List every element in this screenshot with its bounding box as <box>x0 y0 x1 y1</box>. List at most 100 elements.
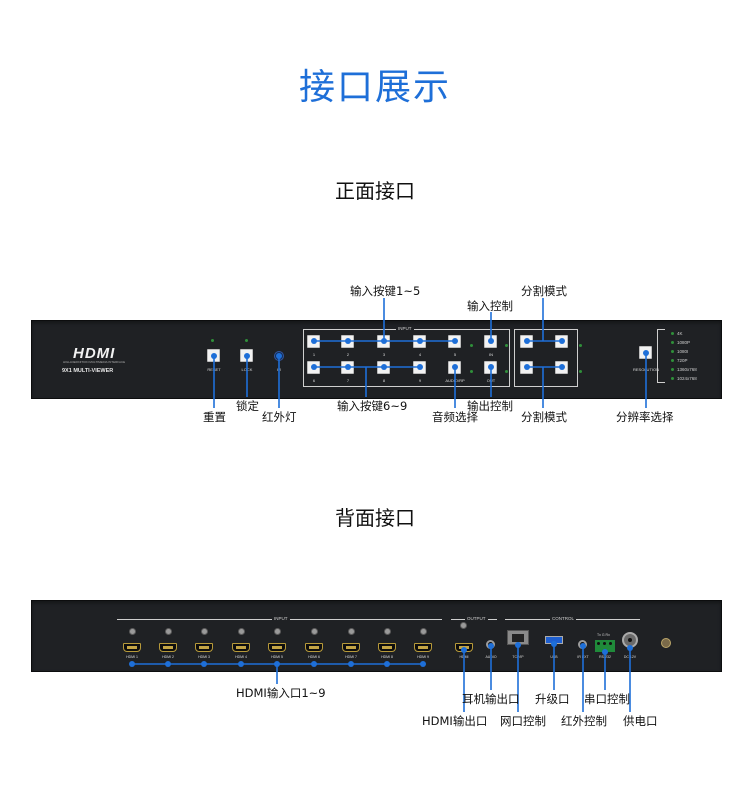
audio-select-label: AUDIO/RP <box>445 378 465 383</box>
rs232-terminal[interactable] <box>595 640 615 652</box>
dc-power-jack[interactable] <box>622 632 638 648</box>
back-control-label: CONTROL <box>550 616 577 621</box>
input-4-label: 4 <box>418 352 422 357</box>
resolution-button[interactable] <box>639 346 652 359</box>
split-mode-3-button[interactable] <box>520 361 533 374</box>
input-1-button[interactable] <box>307 335 320 348</box>
hdmi-in-5-port[interactable] <box>268 643 286 652</box>
hdmi-in-6-port[interactable] <box>305 643 323 652</box>
callout-lock: 锁定 <box>236 399 259 413</box>
out-led <box>505 370 508 373</box>
hdmi-in-9-label: HDMI 9 <box>417 655 429 659</box>
input-led-a <box>470 344 473 347</box>
input-3-label: 3 <box>382 352 386 357</box>
usb-port[interactable] <box>545 636 563 644</box>
lock-button-label: LOCK <box>241 367 253 372</box>
reset-button[interactable] <box>207 349 220 362</box>
res-led-4k <box>671 332 674 335</box>
output-control-button[interactable] <box>484 361 497 374</box>
hdmi-in-9-port[interactable] <box>414 643 432 652</box>
callout-upgrade: 升级口 <box>535 692 570 706</box>
input-led-b <box>470 370 473 373</box>
hdmi-out-screw <box>460 622 467 629</box>
ground-screw <box>661 638 671 648</box>
callout-split-mode-top: 分割模式 <box>521 284 567 298</box>
hdmi-in-7-label: HDMI 7 <box>345 655 357 659</box>
hdmi-8-screw <box>384 628 391 635</box>
input-9-label: 9 <box>418 378 422 383</box>
res-led-1080p <box>671 341 674 344</box>
hdmi-in-6-label: HDMI 6 <box>308 655 320 659</box>
input-button-group <box>303 329 510 387</box>
hdmi-in-3-port[interactable] <box>195 643 213 652</box>
hdmi-out-label: HDMI <box>459 655 469 659</box>
resolution-button-label: RESOLUTION <box>632 367 660 372</box>
tcpip-port[interactable] <box>507 630 529 645</box>
ir-ext-jack[interactable] <box>578 640 587 649</box>
hdmi-logo: HDMI <box>73 345 116 362</box>
in-led <box>505 344 508 347</box>
input-5-button[interactable] <box>448 335 461 348</box>
split-mode-2-button[interactable] <box>555 335 568 348</box>
ir-ext-label: IR EXT <box>577 655 589 659</box>
split-mode-4-button[interactable] <box>555 361 568 374</box>
hdmi-1-screw <box>129 628 136 635</box>
back-input-label: INPUT <box>272 616 290 621</box>
hdmi-9-screw <box>420 628 427 635</box>
res-led-1024 <box>671 377 674 380</box>
hdmi-in-2-port[interactable] <box>159 643 177 652</box>
res-led-1360 <box>671 368 674 371</box>
res-label-1024: 1024x768 <box>677 376 697 381</box>
res-label-1080i: 1080I <box>677 349 689 354</box>
callout-input-keys-1-5: 输入按键1~5 <box>350 284 421 298</box>
hdmi-6-screw <box>311 628 318 635</box>
hdmi-in-2-label: HDMI 2 <box>162 655 174 659</box>
input-9-button[interactable] <box>413 361 426 374</box>
front-heading: 正面接口 <box>335 179 415 203</box>
callout-hdmi-out: HDMI输出口 <box>422 714 488 728</box>
page-title: 接口展示 <box>298 67 451 108</box>
split-mode-1-button[interactable] <box>520 335 533 348</box>
output-control-label: OUT <box>486 378 496 383</box>
hdmi-in-1-port[interactable] <box>123 643 141 652</box>
hdmi-7-screw <box>348 628 355 635</box>
rs232-label: RS-232 <box>599 655 611 659</box>
input-control-button[interactable] <box>484 335 497 348</box>
res-led-1080i <box>671 350 674 353</box>
input-1-label: 1 <box>312 352 316 357</box>
hdmi-out-port[interactable] <box>455 643 473 652</box>
callout-network-control: 网口控制 <box>500 714 546 728</box>
input-group-label: INPUT <box>396 326 414 331</box>
input-control-label: IN <box>489 352 493 357</box>
callout-reset: 重置 <box>203 410 226 424</box>
lock-button[interactable] <box>240 349 253 362</box>
resolution-bracket <box>657 329 665 383</box>
hdmi-4-screw <box>238 628 245 635</box>
hdmi-3-screw <box>201 628 208 635</box>
input-7-label: 7 <box>346 378 350 383</box>
callout-input-keys-6-9: 输入按键6~9 <box>337 399 408 413</box>
back-output-label: OUTPUT <box>465 616 488 621</box>
hdmi-in-4-label: HDMI 4 <box>235 655 247 659</box>
hdmi-in-4-port[interactable] <box>232 643 250 652</box>
input-4-button[interactable] <box>413 335 426 348</box>
hdmi-2-screw <box>165 628 172 635</box>
res-label-720p: 720P <box>677 358 688 363</box>
lock-led <box>245 339 248 342</box>
input-3-button[interactable] <box>377 335 390 348</box>
hdmi-5-screw <box>274 628 281 635</box>
hdmi-in-7-port[interactable] <box>342 643 360 652</box>
audio-select-button[interactable] <box>448 361 461 374</box>
input-6-button[interactable] <box>307 361 320 374</box>
audio-jack[interactable] <box>486 640 495 649</box>
split-led-a <box>579 344 582 347</box>
input-7-button[interactable] <box>341 361 354 374</box>
res-label-1080p: 1080P <box>677 340 691 345</box>
input-5-label: 5 <box>453 352 457 357</box>
input-8-button[interactable] <box>377 361 390 374</box>
res-label-1360: 1360x768 <box>677 367 697 372</box>
input-2-button[interactable] <box>341 335 354 348</box>
res-label-4k: 4K <box>677 331 683 336</box>
callout-split-mode-bottom: 分割模式 <box>521 410 567 424</box>
hdmi-in-8-port[interactable] <box>378 643 396 652</box>
